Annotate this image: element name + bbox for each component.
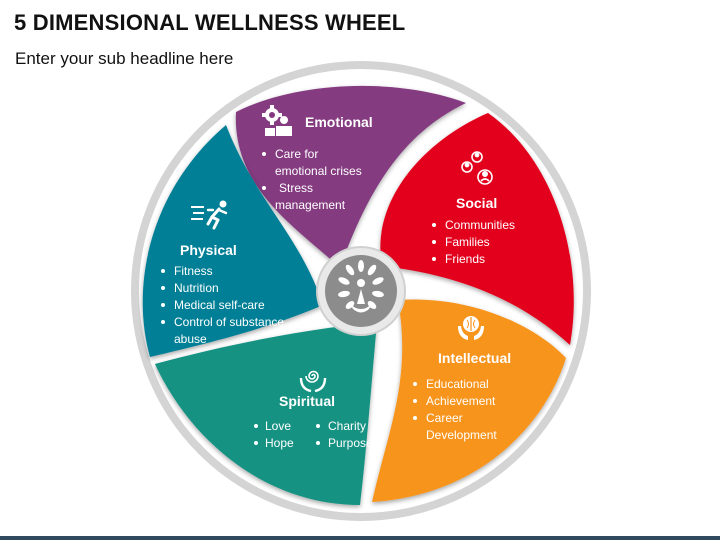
intellectual-label: Intellectual xyxy=(438,350,511,366)
intellectual-list: Educational Achievement Career Developme… xyxy=(413,377,497,442)
emotional-item: Care for xyxy=(275,147,318,161)
running-person-icon xyxy=(191,200,228,230)
spiritual-item: Love xyxy=(265,419,291,433)
footer-bar xyxy=(0,536,720,540)
social-item: Communities xyxy=(445,218,515,232)
emotional-item: emotional crises xyxy=(275,164,362,178)
spiral-hands-icon xyxy=(299,370,327,393)
tree-person-icon xyxy=(338,260,384,313)
emotional-label: Emotional xyxy=(305,114,373,130)
segment-spiritual xyxy=(155,322,377,505)
segment-social xyxy=(380,113,574,345)
segment-emotional xyxy=(235,85,466,268)
spiritual-item: Charity xyxy=(328,419,366,433)
spiritual-item: Hope xyxy=(265,436,294,450)
physical-item: Control of substance xyxy=(174,315,284,329)
social-list: Communities Families Friends xyxy=(432,218,515,266)
intellectual-item: Achievement xyxy=(426,394,496,408)
page-subtitle: Enter your sub headline here xyxy=(15,49,234,68)
intellectual-item: Educational xyxy=(426,377,489,391)
physical-list: Fitness Nutrition Medical self-care Cont… xyxy=(161,264,284,346)
intellectual-item: Development xyxy=(426,428,497,442)
spiritual-label: Spiritual xyxy=(279,393,335,409)
spiritual-list: Love Hope Charity Purpose xyxy=(254,419,373,450)
social-item: Families xyxy=(445,235,490,249)
page-title: 5 DIMENSIONAL WELLNESS WHEEL xyxy=(14,10,406,35)
emotional-list: Care for emotional crises Stress managem… xyxy=(262,147,362,212)
social-label: Social xyxy=(456,195,497,211)
emotional-item: Stress xyxy=(279,181,313,195)
physical-item: Fitness xyxy=(174,264,213,278)
physical-item: Medical self-care xyxy=(174,298,265,312)
segment-physical xyxy=(142,125,323,357)
physical-item: Nutrition xyxy=(174,281,219,295)
physical-label: Physical xyxy=(180,242,237,258)
social-item: Friends xyxy=(445,252,485,266)
intellectual-item: Career xyxy=(426,411,463,425)
brain-hands-icon xyxy=(458,316,484,340)
segment-intellectual xyxy=(372,299,566,502)
emotional-item: management xyxy=(275,198,346,212)
gear-head-icon xyxy=(262,105,292,136)
physical-item: abuse xyxy=(174,332,207,346)
people-network-icon xyxy=(461,151,493,185)
spiritual-item: Purpose xyxy=(328,436,373,450)
